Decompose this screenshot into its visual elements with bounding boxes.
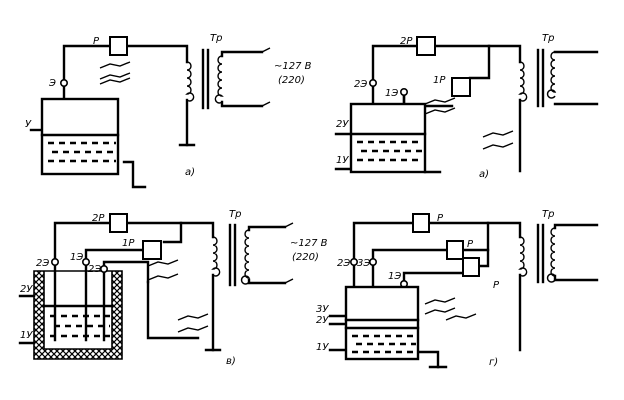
supply-voltage-alt: (220) [278, 75, 305, 86]
relay-contacts [147, 259, 209, 333]
panel-a1: Р Э У Тр ~127 В (220) а) [25, 33, 312, 189]
electrode-2b-terminal [100, 264, 109, 273]
transformer-label: Тр [229, 209, 241, 220]
level-2-label: 2У [20, 284, 33, 295]
electrode-label: Э [48, 78, 56, 89]
supply-voltage-alt: (220) [292, 252, 319, 263]
level-1-label: 1У [316, 342, 329, 353]
insulated-vessel [33, 270, 123, 360]
caption: а) [185, 167, 195, 178]
caption: г) [489, 357, 498, 368]
transformer-label: Тр [210, 33, 222, 44]
liquid [50, 314, 110, 338]
supply-voltage: ~127 В [290, 238, 328, 249]
electrode-1-terminal [82, 257, 91, 266]
relay-2-box [109, 213, 128, 233]
electrode-3-label: 3Э [357, 258, 370, 269]
relay-contacts [424, 297, 477, 321]
liquid [352, 334, 416, 354]
transformer-secondary [553, 50, 599, 106]
relay-2-label: 2Р [92, 213, 105, 224]
electrode-1-label: 1Э [388, 271, 401, 282]
wire-tank-ground [416, 350, 440, 369]
level-3-label: 3У [316, 304, 329, 315]
relay-mid-label: Р [467, 239, 474, 250]
level-1-label: 1У [336, 155, 349, 166]
tank [344, 285, 420, 361]
electrode-1-label: 1Э [70, 252, 83, 263]
wire-electrode-2b [102, 260, 150, 284]
liquid [357, 140, 423, 162]
relay-mid-box [446, 240, 464, 260]
relay-1-label: 1Р [433, 75, 446, 86]
electrode-2-terminal [349, 257, 358, 266]
electrode-2-label: 2Э [36, 258, 49, 269]
caption: в) [226, 356, 236, 367]
transformer-label: Тр [542, 209, 554, 220]
relay-bot-box [462, 257, 480, 277]
electrode-3-terminal [368, 257, 377, 266]
relay-bot-label: Р [493, 280, 500, 291]
level-2-label: 2У [336, 119, 349, 130]
panel-v: 2Р 1Р 2Э 1Э 2Э 2У 1У Тр ~127 В (220) в) [18, 209, 328, 367]
relay-1-box [451, 77, 471, 97]
electrode-2-terminal [368, 79, 377, 88]
transformer-primary-coil [518, 61, 528, 102]
wire-tank-ground [122, 160, 147, 189]
supply-voltage: ~127 В [274, 61, 312, 72]
level-1-label: 1У [20, 330, 33, 341]
wire-relay-to-transformer [125, 44, 189, 64]
electrode-1-terminal [399, 88, 408, 97]
relay-label: Р [93, 36, 100, 47]
transformer-secondary-coil [214, 55, 224, 104]
relay-2-box [416, 36, 436, 56]
wire-branch [468, 44, 491, 80]
liquid [48, 141, 116, 163]
relay-contacts [99, 61, 131, 85]
relay-1-box [142, 240, 162, 260]
relay-top-label: Р [437, 213, 444, 224]
level-label: У [25, 119, 32, 130]
relay-2-label: 2Р [400, 36, 413, 47]
transformer-label: Тр [542, 33, 554, 44]
wire-relay-to-transformer [125, 221, 183, 244]
relay-1-label: 1Р [122, 238, 135, 249]
panel-a2: 2Р 1Р 2Э 1Э 2У 1У Тр а) [334, 33, 599, 180]
level-2-label: 2У [316, 315, 329, 326]
panel-g: Р Р Р 2Э 3Э 1Э 3У 2У 1У Тр [316, 209, 599, 369]
tank [349, 102, 427, 174]
relay-box [109, 36, 128, 56]
wire-electrode-1 [84, 248, 145, 264]
tank [40, 97, 120, 176]
transformer-primary-coil [211, 236, 221, 277]
electrode-2-terminal [50, 257, 59, 266]
electrode-2b-label: 2Э [88, 264, 101, 275]
wire-relay-to-transformer [433, 44, 522, 64]
wire-top [371, 44, 419, 85]
electrode-2-label: 2Э [337, 258, 350, 269]
wire-top [62, 44, 112, 85]
relay-top-box [412, 213, 430, 233]
wire-top [53, 221, 112, 264]
wire-relay-to-transformer [427, 221, 522, 239]
electrode-1-label: 1Э [385, 88, 398, 99]
caption: а) [479, 169, 489, 180]
wire-top [352, 221, 415, 264]
transformer-primary-coil [185, 61, 195, 102]
transformer-primary-coil [518, 236, 528, 277]
electrode-terminal [59, 79, 68, 88]
electrode-2-label: 2Э [354, 79, 367, 90]
relay-contacts [424, 97, 514, 150]
